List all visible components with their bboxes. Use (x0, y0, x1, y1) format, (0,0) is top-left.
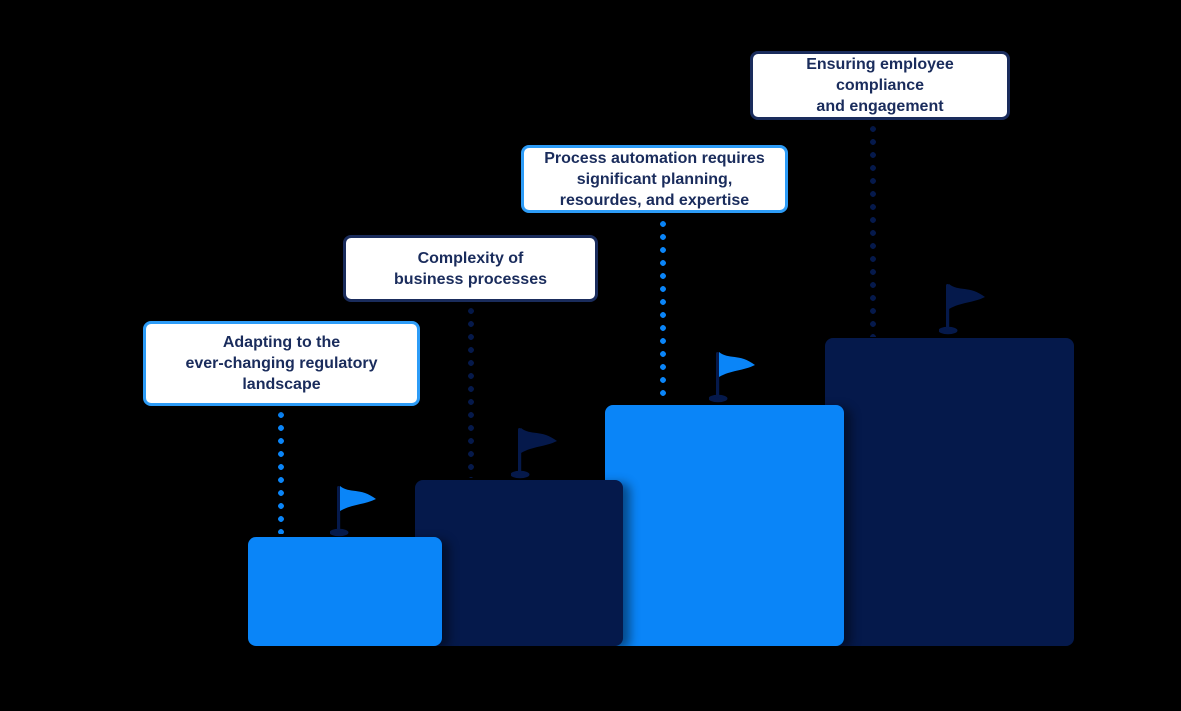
callout-process-automation: Process automation requires significant … (521, 145, 788, 213)
flag-icon (939, 284, 985, 335)
callout-line: Process automation requires (544, 149, 765, 167)
flag-pennant (949, 284, 985, 309)
step-bar (605, 405, 844, 646)
step-bar (415, 480, 623, 646)
callout-line: Ensuring employee (806, 56, 954, 73)
callout-line: Complexity of (417, 249, 524, 267)
flag-pennant (340, 486, 376, 511)
callout-line: business processes (394, 270, 547, 288)
callout-line: landscape (242, 376, 321, 393)
flag-pennant (521, 428, 557, 453)
flag-icon (330, 486, 376, 537)
callout-employee-compliance: Ensuring employee compliance and engagem… (750, 51, 1010, 120)
callout-line: significant planning, (576, 170, 733, 188)
flag-base (511, 470, 530, 479)
callout-line: ever-changing regulatory (185, 355, 378, 372)
dotted-connector (870, 126, 876, 337)
flag-pole (946, 284, 950, 330)
callout-line: Adapting to the (222, 334, 341, 351)
dotted-connector (278, 412, 284, 534)
callout-line: compliance (835, 77, 925, 94)
flag-icon (709, 352, 755, 403)
flag-pennant (719, 352, 755, 377)
flag-pole (337, 486, 341, 532)
flag-icon (511, 428, 557, 479)
flag-base (939, 326, 958, 335)
callout-line: and engagement (816, 98, 944, 115)
callout-adapting-regulatory: Adapting to the ever-changing regulatory… (143, 321, 420, 406)
callout-line: resourdes, and expertise (559, 191, 750, 209)
flag-base (330, 528, 349, 537)
step-bar (825, 338, 1074, 646)
flag-base (709, 394, 728, 403)
flag-pole (716, 352, 720, 398)
step-bar (248, 537, 442, 646)
dotted-connector (468, 308, 474, 478)
dotted-connector (660, 221, 666, 401)
flag-pole (518, 428, 522, 474)
callout-complexity-processes: Complexity of business processes (343, 235, 598, 302)
